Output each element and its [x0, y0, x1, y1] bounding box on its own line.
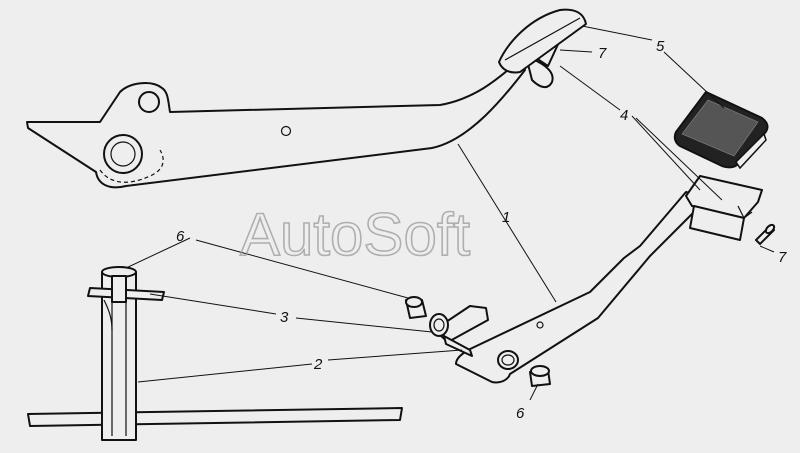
callout-6-top: 6 [176, 228, 185, 245]
callout-3: 3 [280, 309, 289, 326]
callout-7-right: 7 [778, 249, 787, 266]
callout-labels: 1 2 3 4 5 6 6 7 7 [176, 38, 787, 422]
callout-6-bottom: 6 [516, 405, 525, 422]
upper-pedal-lever [26, 8, 587, 189]
pivot-shaft-bracket [27, 266, 403, 441]
bushing-lower [529, 365, 551, 387]
callout-7-top: 7 [598, 45, 607, 62]
leader-lines [125, 25, 775, 401]
pedal-axle [429, 305, 489, 357]
callout-5: 5 [656, 38, 665, 55]
callout-1: 1 [502, 209, 510, 226]
rivet [755, 223, 776, 245]
lower-pedal-lever [455, 175, 763, 384]
watermark-text: AutoSoft [240, 201, 470, 268]
pedal-pad [673, 90, 769, 170]
callout-2: 2 [313, 356, 323, 373]
callout-4: 4 [620, 107, 628, 124]
bushing-upper [405, 296, 427, 319]
